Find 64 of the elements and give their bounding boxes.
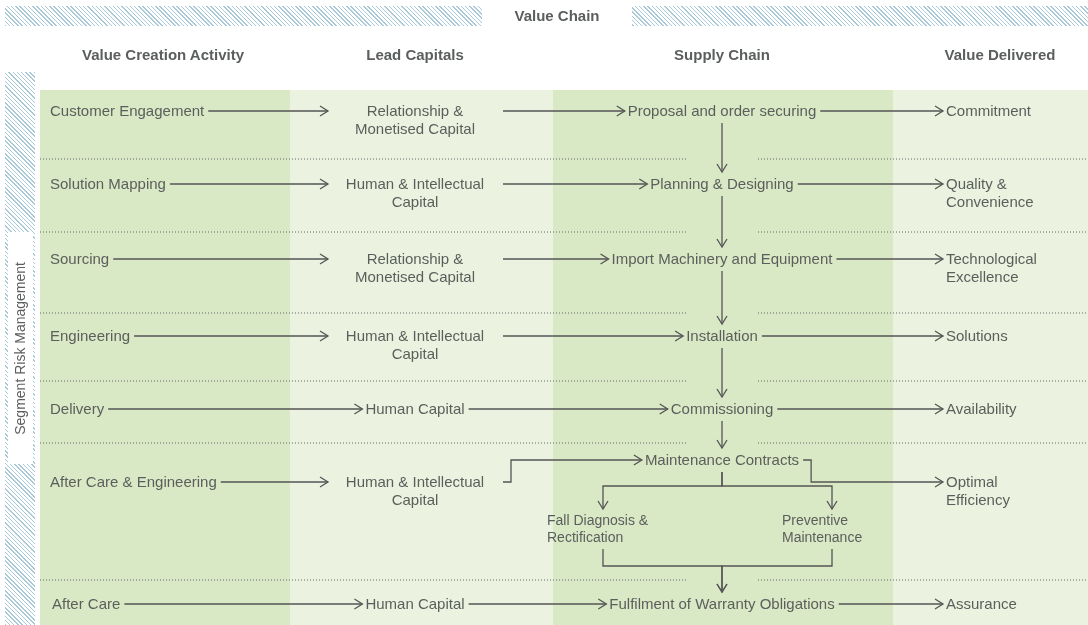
arrow	[112, 253, 329, 265]
arrow	[467, 403, 669, 415]
arrow	[502, 330, 684, 342]
arrow	[502, 253, 610, 265]
arrow	[838, 598, 944, 610]
branch-step: Fall Diagnosis & Rectification	[547, 512, 659, 546]
supply-chain-step: Planning & Designing	[650, 175, 794, 193]
capital-text: Human Capital	[365, 595, 465, 613]
activity-text: Customer Engagement	[50, 102, 205, 120]
value-text: Technological Excellence	[946, 250, 1038, 286]
supply-chain-step: Maintenance Contracts	[644, 451, 800, 469]
arrow	[716, 195, 728, 248]
arrow	[819, 105, 944, 117]
arrow	[721, 471, 838, 510]
branch-step: Preventive Maintenance	[782, 512, 882, 546]
value-text: Solutions	[946, 327, 1008, 345]
arrow	[220, 476, 329, 488]
column-header: Lead Capitals	[366, 45, 464, 65]
capital-text: Human & Intellectual Capital	[344, 327, 486, 363]
activity-text: Engineering	[50, 327, 131, 345]
capital-text: Relationship & Monetised Capital	[353, 250, 477, 286]
arrow	[761, 330, 944, 342]
arrow	[133, 330, 329, 342]
supply-chain-step: Commissioning	[670, 400, 774, 418]
arrow	[123, 598, 364, 610]
column-header: Value Delivered	[944, 45, 1056, 65]
arrow	[502, 178, 648, 190]
activity-text: After Care & Engineering	[50, 473, 217, 491]
capital-text: Human Capital	[365, 400, 465, 418]
supply-chain-step: Fulfilment of Warranty Obligations	[609, 595, 835, 613]
value-text: Commitment	[946, 102, 1031, 120]
column-header: Value Creation Activity	[82, 45, 244, 65]
capital-text: Human & Intellectual Capital	[344, 473, 486, 509]
column-header: Supply Chain	[674, 45, 770, 65]
arrow	[797, 178, 944, 190]
banner-title: Value Chain	[482, 6, 632, 26]
arrow	[207, 105, 329, 117]
arrow	[716, 122, 728, 173]
activity-text: Delivery	[50, 400, 105, 418]
arrow	[716, 347, 728, 398]
arrow	[776, 403, 944, 415]
arrow	[467, 598, 607, 610]
arrow	[802, 459, 944, 488]
arrow	[835, 253, 944, 265]
activity-text: Solution Mapping	[50, 175, 166, 193]
arrow	[169, 178, 329, 190]
arrow	[716, 420, 728, 449]
value-text: Assurance	[946, 595, 1017, 613]
capital-text: Relationship & Monetised Capital	[353, 102, 477, 138]
supply-chain-step: Import Machinery and Equipment	[611, 250, 833, 268]
value-text: Quality & Convenience	[946, 175, 1035, 211]
arrow	[107, 403, 364, 415]
arrow	[502, 105, 626, 117]
value-text: Optimal Efficiency	[946, 473, 1011, 509]
capital-text: Human & Intellectual Capital	[344, 175, 486, 211]
arrow	[716, 548, 833, 593]
supply-chain-step: Installation	[686, 327, 758, 345]
arrow	[716, 270, 728, 325]
activity-text: After Care	[52, 595, 121, 613]
supply-chain-step: Proposal and order securing	[627, 102, 817, 120]
side-label: Segment Risk Management	[8, 232, 33, 464]
arrow	[502, 454, 643, 483]
activity-text: Sourcing	[50, 250, 110, 268]
value-text: Availability	[946, 400, 1017, 418]
